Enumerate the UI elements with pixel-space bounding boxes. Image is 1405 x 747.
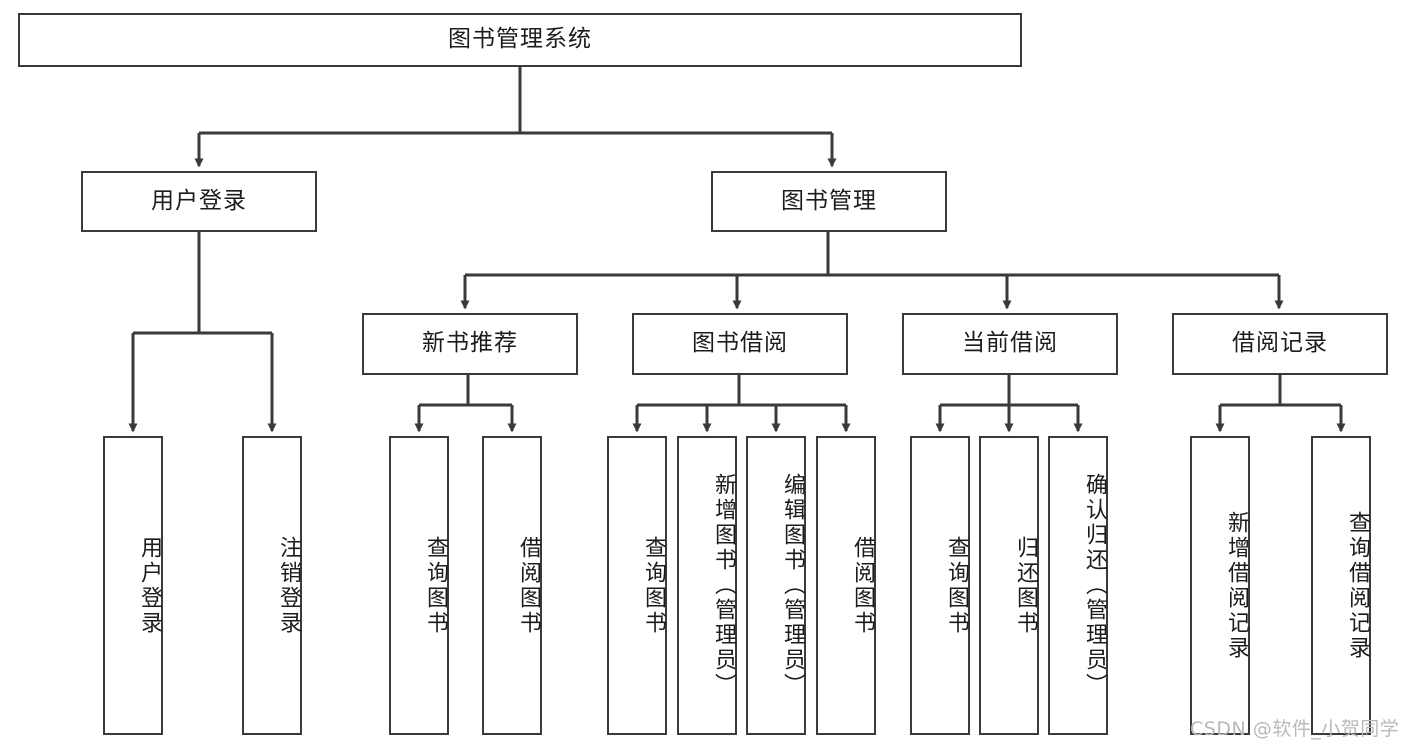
leaf-current-borrow-1-label: 查询图书: [944, 535, 969, 636]
node-book-manage-label: 图书管理: [781, 187, 877, 214]
leaf-user-login-1-label: 用户登录: [137, 535, 162, 636]
node-borrow-record-label: 借阅记录: [1232, 330, 1328, 357]
leaf-new-book-1-label: 查询图书: [423, 535, 448, 636]
leaf-book-borrow-2-label: 新增图书（管理员）: [711, 473, 736, 698]
node-user-login-label: 用户登录: [151, 187, 247, 214]
node-user-login[interactable]: 用户登录: [81, 171, 317, 232]
leaf-new-book-2-label: 借阅图书: [516, 535, 541, 636]
node-root[interactable]: 图书管理系统: [18, 13, 1022, 67]
node-borrow-record[interactable]: 借阅记录: [1172, 313, 1388, 375]
leaf-user-login-2-label: 注销登录: [276, 535, 301, 636]
leaf-book-borrow-4[interactable]: 借阅图书: [816, 436, 876, 735]
leaf-book-borrow-3[interactable]: 编辑图书（管理员）: [746, 436, 806, 735]
leaf-user-login-2[interactable]: 注销登录: [242, 436, 302, 735]
node-new-book-recommend[interactable]: 新书推荐: [362, 313, 578, 375]
leaf-current-borrow-1[interactable]: 查询图书: [910, 436, 970, 735]
node-root-label: 图书管理系统: [448, 26, 592, 53]
node-book-borrow[interactable]: 图书借阅: [632, 313, 848, 375]
node-current-borrow[interactable]: 当前借阅: [902, 313, 1118, 375]
csdn-watermark-text: CSDN @软件_小贺同学: [1190, 718, 1400, 740]
node-current-borrow-label: 当前借阅: [962, 330, 1058, 357]
leaf-new-book-2[interactable]: 借阅图书: [482, 436, 542, 735]
leaf-borrow-record-1-label: 新增借阅记录: [1224, 510, 1249, 661]
leaf-new-book-1[interactable]: 查询图书: [389, 436, 449, 735]
leaf-current-borrow-2[interactable]: 归还图书: [979, 436, 1039, 735]
leaf-current-borrow-3-label: 确认归还（管理员）: [1082, 473, 1107, 698]
leaf-current-borrow-3[interactable]: 确认归还（管理员）: [1048, 436, 1108, 735]
node-new-book-recommend-label: 新书推荐: [422, 330, 518, 357]
leaf-book-borrow-3-label: 编辑图书（管理员）: [780, 473, 805, 698]
leaf-book-borrow-4-label: 借阅图书: [850, 535, 875, 636]
leaf-borrow-record-2[interactable]: 查询借阅记录: [1311, 436, 1371, 735]
leaf-borrow-record-1[interactable]: 新增借阅记录: [1190, 436, 1250, 735]
leaf-current-borrow-2-label: 归还图书: [1013, 535, 1038, 636]
node-book-manage[interactable]: 图书管理: [711, 171, 947, 232]
leaf-borrow-record-2-label: 查询借阅记录: [1345, 510, 1370, 661]
leaf-user-login-1[interactable]: 用户登录: [103, 436, 163, 735]
csdn-watermark: CSDN @软件_小贺同学: [1190, 714, 1399, 741]
leaf-book-borrow-2[interactable]: 新增图书（管理员）: [677, 436, 737, 735]
node-book-borrow-label: 图书借阅: [692, 330, 788, 357]
leaf-book-borrow-1[interactable]: 查询图书: [607, 436, 667, 735]
leaf-book-borrow-1-label: 查询图书: [641, 535, 666, 636]
